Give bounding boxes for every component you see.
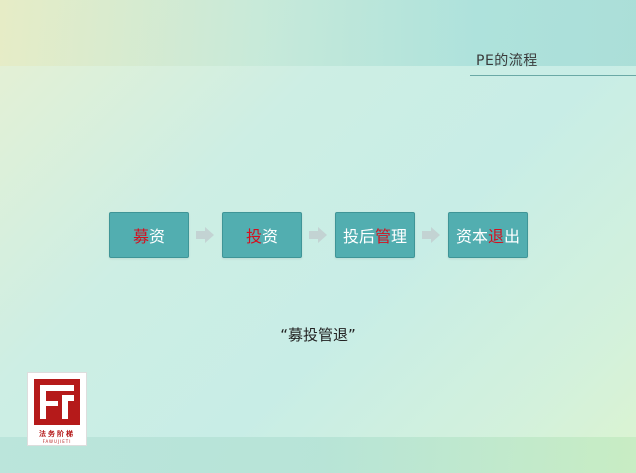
- logo-subtitle: FAWUJIETI: [42, 439, 72, 444]
- step-investment: 投资: [222, 212, 302, 258]
- step-suffix: 出: [504, 227, 521, 246]
- arrow-right-icon: [422, 227, 440, 243]
- logo: 法务阶梯 FAWUJIETI: [27, 372, 87, 446]
- slide-title: PE的流程: [476, 53, 538, 69]
- arrow-right-icon: [196, 227, 214, 243]
- step-post-investment-management: 投后管理: [335, 212, 415, 258]
- slogan: “募投管退”: [280, 326, 356, 344]
- header-band: [0, 0, 636, 66]
- step-capital-exit: 资本退出: [448, 212, 528, 258]
- step-highlight: 募: [132, 227, 149, 246]
- step-highlight: 退: [487, 227, 504, 246]
- step-suffix: 理: [391, 227, 408, 246]
- arrow-right-icon: [309, 227, 327, 243]
- step-prefix: 资本: [455, 227, 488, 246]
- step-suffix: 资: [149, 227, 166, 246]
- logo-mark-icon: [34, 379, 80, 425]
- logo-name: 法务阶梯: [39, 429, 75, 438]
- step-highlight: 管: [374, 227, 391, 246]
- step-fundraising: 募资: [109, 212, 189, 258]
- footer-band: [0, 437, 636, 473]
- step-suffix: 资: [262, 227, 279, 246]
- title-underline: [470, 75, 636, 76]
- step-prefix: 投后: [342, 227, 375, 246]
- step-highlight: 投: [245, 227, 262, 246]
